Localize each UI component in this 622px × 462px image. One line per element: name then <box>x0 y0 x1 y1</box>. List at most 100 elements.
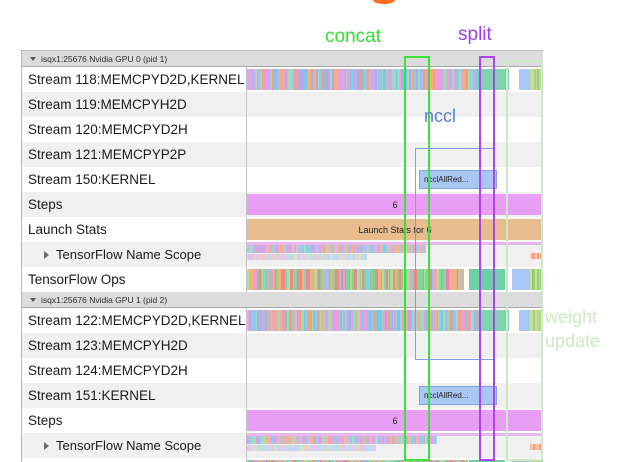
timeline-row-label: Stream 150:KERNEL <box>22 167 246 192</box>
timeline-track[interactable]: ncclAllRed... <box>246 383 543 408</box>
timeline-row[interactable]: Stream 119:MEMCPYH2D <box>22 92 543 117</box>
activity-stripes <box>530 444 543 450</box>
weight-update-block <box>530 310 543 331</box>
timeline-track[interactable] <box>246 308 543 333</box>
activity-stripes <box>247 269 469 290</box>
timeline-row[interactable]: TensorFlow Ops <box>22 267 543 292</box>
timeline-row-label: Stream 121:MEMCPYP2P <box>22 142 246 167</box>
row-label-text: Stream 120:MEMCPYD2H <box>28 122 188 137</box>
timeline-row-label: Steps <box>22 192 246 217</box>
timeline-row-label: Stream 123:MEMCPYH2D <box>22 333 246 358</box>
timeline-track[interactable]: Launch Stats for 6 <box>246 217 543 242</box>
expand-triangle-icon[interactable] <box>44 441 49 450</box>
activity-stripes <box>247 310 478 331</box>
trace-viewer-panel[interactable]: isqx1:25676 Nvidia GPU 0 (pid 1) Stream 1… <box>21 50 543 462</box>
row-label-text: Steps <box>28 197 63 212</box>
step-block[interactable]: 6 <box>247 410 543 431</box>
timeline-track[interactable] <box>246 117 543 142</box>
timeline-row-label: Stream 118:MEMCPYD2D,KERNEL,ME <box>22 67 246 92</box>
timeline-row-label: Steps <box>22 408 246 433</box>
annotation-concat: concat <box>325 26 381 47</box>
concat-block <box>477 310 509 331</box>
activity-stripes <box>247 445 447 451</box>
timeline-track[interactable] <box>246 67 543 92</box>
timeline-row[interactable]: Stream 122:MEMCPYD2D,KERNEL,MI <box>22 308 543 333</box>
timeline-row[interactable]: Stream 121:MEMCPYP2P <box>22 142 543 167</box>
annotation-weight-update: weight update <box>545 305 600 353</box>
timeline-row[interactable]: Stream 150:KERNEL ncclAllRed... <box>22 167 543 192</box>
namescope-stripes-top <box>247 243 447 253</box>
timeline-track[interactable] <box>246 433 543 458</box>
timeline-track[interactable]: ncclAllRed... <box>246 167 543 192</box>
timeline-row[interactable]: Stream 118:MEMCPYD2D,KERNEL,ME <box>22 67 543 92</box>
timeline-row-label: TensorFlow Ops <box>22 267 246 292</box>
activity-stripes <box>530 310 543 331</box>
activity-stripes <box>530 253 543 259</box>
timeline-row-label: Stream 120:MEMCPYD2H <box>22 117 246 142</box>
nccl-allreduce-block[interactable]: ncclAllRed... <box>419 386 497 405</box>
timeline-track[interactable] <box>246 92 543 117</box>
timeline-row[interactable]: Launch Stats Launch Stats for 6 <box>22 217 543 242</box>
namescope-tail <box>530 253 543 259</box>
timeline-row-label: Stream 124:MEMCPYD2H <box>22 358 246 383</box>
nccl-allreduce-block[interactable]: ncclAllRed... <box>419 170 497 189</box>
row-label-text: Stream 118:MEMCPYD2D,KERNEL,ME <box>28 72 246 87</box>
namescope-stripes-bottom <box>247 254 447 260</box>
timeline-row[interactable]: TensorFlow Ops <box>22 458 543 462</box>
annotation-nccl: nccl <box>424 106 457 126</box>
weight-update-block <box>530 269 543 290</box>
row-label-text: TensorFlow Name Scope <box>56 247 202 262</box>
timeline-track[interactable] <box>246 358 543 383</box>
row-label-text: Launch Stats <box>28 222 107 237</box>
process-group-title: isqx1:25676 Nvidia GPU 1 (pid 2) <box>41 294 168 305</box>
timeline-row-label: TensorFlow Ops <box>22 458 246 462</box>
row-label-text: Stream 123:MEMCPYH2D <box>28 338 188 353</box>
timeline-row[interactable]: Stream 151:KERNEL ncclAllRed... <box>22 383 543 408</box>
process-group-header[interactable]: isqx1:25676 Nvidia GPU 0 (pid 1) <box>22 51 543 67</box>
activity-stripes <box>247 254 447 260</box>
namescope-span <box>247 242 543 245</box>
timeline-row-label: Stream 151:KERNEL <box>22 383 246 408</box>
row-label-text: Stream 119:MEMCPYH2D <box>28 97 187 112</box>
timeline-row[interactable]: Stream 123:MEMCPYH2D <box>22 333 543 358</box>
timeline-row[interactable]: TensorFlow Name Scope <box>22 242 543 267</box>
timeline-track[interactable] <box>246 267 543 292</box>
orange-marker-icon <box>373 0 395 4</box>
step-block[interactable]: 6 <box>247 194 543 215</box>
chevron-down-icon[interactable] <box>30 56 36 61</box>
timeline-track[interactable]: 6 <box>246 408 543 433</box>
timeline-track[interactable] <box>246 333 543 358</box>
timeline-row[interactable]: Stream 120:MEMCPYD2H <box>22 117 543 142</box>
row-label-text: TensorFlow Ops <box>28 272 126 287</box>
row-label-text: Stream 150:KERNEL <box>28 172 156 187</box>
namescope-stripes-bottom <box>247 445 447 451</box>
timeline-track[interactable] <box>246 142 543 167</box>
weight-update-block <box>530 69 543 90</box>
timeline-track[interactable]: 6 <box>246 192 543 217</box>
chevron-down-icon[interactable] <box>30 297 36 302</box>
launch-stats-block[interactable]: Launch Stats for 6 <box>247 219 543 240</box>
annotation-weight-update-line1: weight <box>545 307 598 327</box>
process-group-header[interactable]: isqx1:25676 Nvidia GPU 1 (pid 2) <box>22 292 543 308</box>
annotation-weight-update-line2: update <box>545 331 601 351</box>
timeline-track[interactable] <box>246 458 543 462</box>
process-group-title: isqx1:25676 Nvidia GPU 0 (pid 1) <box>41 53 168 64</box>
annotation-split: split <box>458 24 492 45</box>
row-label-text: Stream 122:MEMCPYD2D,KERNEL,MI <box>28 313 246 328</box>
timeline-row-label: Stream 122:MEMCPYD2D,KERNEL,MI <box>22 308 246 333</box>
expand-triangle-icon[interactable] <box>44 250 49 259</box>
timeline-row-label: Launch Stats <box>22 217 246 242</box>
activity-stripes <box>530 269 543 290</box>
namescope-span <box>247 433 543 436</box>
activity-stripes <box>247 69 477 90</box>
timeline-row-label: Stream 119:MEMCPYH2D <box>22 92 246 117</box>
timeline-row[interactable]: Stream 124:MEMCPYD2H <box>22 358 543 383</box>
timeline-row[interactable]: TensorFlow Name Scope <box>22 433 543 458</box>
namescope-tail <box>530 444 543 450</box>
timeline-row[interactable]: Steps 6 <box>22 192 543 217</box>
split-block <box>512 269 534 290</box>
activity-stripes <box>530 69 543 90</box>
timeline-row-label: TensorFlow Name Scope <box>22 433 246 458</box>
timeline-track[interactable] <box>246 242 543 267</box>
